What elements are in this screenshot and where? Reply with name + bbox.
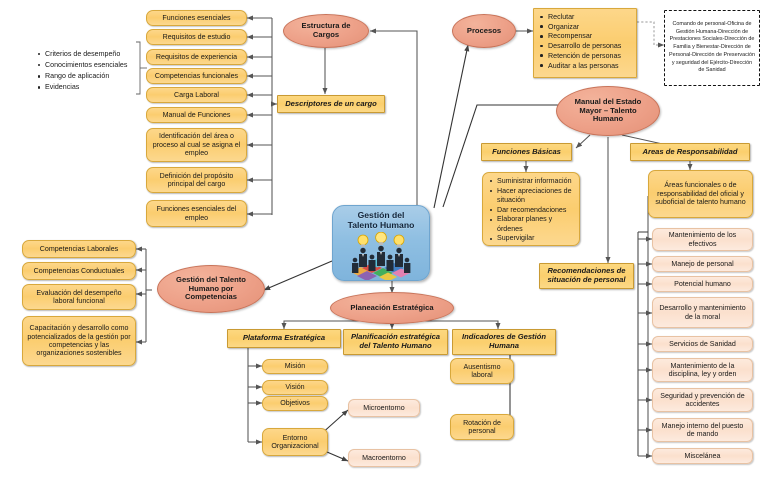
header-line: del Talento Humano xyxy=(359,341,432,350)
teamwork-illustration xyxy=(335,231,427,282)
competencia-box-laborales[interactable]: Competencias Laborales xyxy=(22,240,136,258)
funcion-basica-item: Hacer apreciaciones de situación xyxy=(490,187,575,205)
ellipse-line: Gestión del Talento xyxy=(176,274,246,284)
area-item-potencial-humano[interactable]: Potencial humano xyxy=(652,276,753,292)
plataforma-item-entorno-organizacional[interactable]: Entorno Organizacional xyxy=(262,428,328,456)
competencia-box-capacitacion-desarrollo[interactable]: Capacitación y desarrollo como potencial… xyxy=(22,316,136,366)
criterios-item: Conocimientos esenciales xyxy=(37,61,128,70)
header-line: Humana xyxy=(489,341,519,350)
competencia-box-conductuales[interactable]: Competencias Conductuales xyxy=(22,262,136,280)
ellipse-planeacion-estrategica[interactable]: Planeación Estratégica xyxy=(330,292,454,324)
header-indicadores-gestion-humana[interactable]: Indicadores de Gestión Humana xyxy=(452,329,556,355)
area-item-mantenimiento-efectivos[interactable]: Mantenimiento de los efectivos xyxy=(652,228,753,251)
criterios-bullet-list: Criterios de desempeño Conocimientos ese… xyxy=(36,50,136,96)
plataforma-item-mision[interactable]: Misión xyxy=(262,359,328,374)
plataforma-item-vision[interactable]: Visión xyxy=(262,380,328,395)
descriptor-box-manual-funciones[interactable]: Manual de Funciones xyxy=(146,107,247,123)
descriptor-box-definicion-proposito[interactable]: Definición del propósito principal del c… xyxy=(146,167,247,193)
ellipse-line: Mayor – Talento xyxy=(579,105,637,115)
header-line: situación de personal xyxy=(547,275,626,284)
header-recomendaciones-situacion-personal[interactable]: Recomendaciones de situación de personal xyxy=(539,263,634,289)
descriptor-box-funciones-esenciales-empleo[interactable]: Funciones esenciales del empleo xyxy=(146,200,247,227)
area-item-desarrollo-moral[interactable]: Desarrollo y mantenimiento de la moral xyxy=(652,297,753,328)
criterios-item: Evidencias xyxy=(37,83,127,92)
area-item-servicios-sanidad[interactable]: Servicios de Sanidad xyxy=(652,336,753,352)
area-item-miscelanea[interactable]: Miscelánea xyxy=(652,448,753,464)
plataforma-item-objetivos[interactable]: Objetivos xyxy=(262,396,328,411)
area-item-seguridad-prevencion[interactable]: Seguridad y prevención de accidentes xyxy=(652,388,753,412)
ellipse-line: Manual del Estado xyxy=(574,96,642,106)
competencia-box-evaluacion-desempeno[interactable]: Evaluación del desempeño laboral funcion… xyxy=(22,284,136,310)
entorno-child-microentorno[interactable]: Microentorno xyxy=(348,399,420,417)
descriptor-box-requisitos-experiencia[interactable]: Requisitos de experiencia xyxy=(146,49,247,65)
ellipse-line: Humano xyxy=(592,114,624,124)
descriptor-box-carga-laboral[interactable]: Carga Laboral xyxy=(146,87,247,103)
descriptor-box-competencias-funcionales[interactable]: Competencias funcionales xyxy=(146,68,247,84)
area-item-manejo-puesto-mando[interactable]: Manejo interno del puesto de mando xyxy=(652,418,753,442)
criterios-item: Rango de aplicación xyxy=(37,72,127,81)
area-item-manejo-personal[interactable]: Manejo de personal xyxy=(652,256,753,272)
ellipse-line: Humano por xyxy=(188,283,234,293)
header-descriptores-de-un-cargo[interactable]: Descriptores de un cargo xyxy=(277,95,385,113)
ellipse-line: Cargos xyxy=(312,30,340,39)
procesos-item: Reclutar xyxy=(539,13,621,22)
header-areas-de-responsabilidad[interactable]: Areas de Responsabilidad xyxy=(630,143,750,161)
hub-gestion-talento-humano[interactable]: Gestión del Talento Humano xyxy=(332,205,430,282)
indicador-item-rotacion-personal[interactable]: Rotación de personal xyxy=(450,414,514,440)
ellipse-manual-estado-mayor[interactable]: Manual del Estado Mayor – Talento Humano xyxy=(556,86,660,136)
procesos-item: Retención de personas xyxy=(539,51,621,60)
box-areas-funcionales[interactable]: Áreas funcionales o de responsabilidad d… xyxy=(648,170,753,218)
area-item-disciplina-ley-orden[interactable]: Mantenimiento de la disciplina, ley y or… xyxy=(652,358,753,382)
funcion-basica-item: Elaborar planes y órdenes xyxy=(490,215,575,233)
descriptor-box-funciones-esenciales[interactable]: Funciones esenciales xyxy=(146,10,247,26)
ellipse-line: Estructura de xyxy=(301,21,351,31)
header-line: Planificación estratégica xyxy=(350,332,441,342)
comando-personal-dashed-box: Comando de personal-Oficina de Gestión H… xyxy=(664,10,760,86)
funciones-basicas-bullet-list[interactable]: Suministrar información Hacer apreciacio… xyxy=(482,172,580,246)
procesos-item: Auditar a las personas xyxy=(539,62,621,71)
ellipse-procesos[interactable]: Procesos xyxy=(452,14,516,48)
procesos-item: Organizar xyxy=(539,23,621,32)
criterios-item: Criterios de desempeño xyxy=(37,50,127,59)
header-plataforma-estrategica[interactable]: Plataforma Estratégica xyxy=(227,329,341,348)
ellipse-gestion-talento-por-competencias[interactable]: Gestión del Talento Humano por Competenc… xyxy=(157,265,265,313)
hub-title: Gestión del Talento Humano xyxy=(347,210,415,230)
ellipse-line: Competencias xyxy=(185,292,237,302)
funcion-basica-item: Supervigilar xyxy=(490,234,575,243)
procesos-item: Desarrollo de personas xyxy=(539,42,622,51)
header-planificacion-estrategica-talento[interactable]: Planificación estratégica del Talento Hu… xyxy=(343,329,448,355)
funcion-basica-item: Suministrar información xyxy=(490,177,575,186)
indicador-item-ausentismo-laboral[interactable]: Ausentismo laboral xyxy=(450,358,514,384)
entorno-child-macroentorno[interactable]: Macroentorno xyxy=(348,449,420,467)
procesos-bullet-list[interactable]: Reclutar Organizar Recompensar Desarroll… xyxy=(533,8,637,78)
header-line: Indicadores de Gestión xyxy=(462,332,546,342)
header-funciones-basicas[interactable]: Funciones Básicas xyxy=(481,143,572,161)
header-line: Recomendaciones de xyxy=(547,266,626,276)
procesos-item: Recompensar xyxy=(539,32,621,41)
funcion-basica-item: Dar recomendaciones xyxy=(490,206,575,215)
descriptor-box-requisitos-estudio[interactable]: Requisitos de estudio xyxy=(146,29,247,45)
descriptor-box-identificacion-area[interactable]: Identificación del área o proceso al cua… xyxy=(146,128,247,162)
ellipse-estructura-de-cargos[interactable]: Estructura de Cargos xyxy=(283,14,369,48)
